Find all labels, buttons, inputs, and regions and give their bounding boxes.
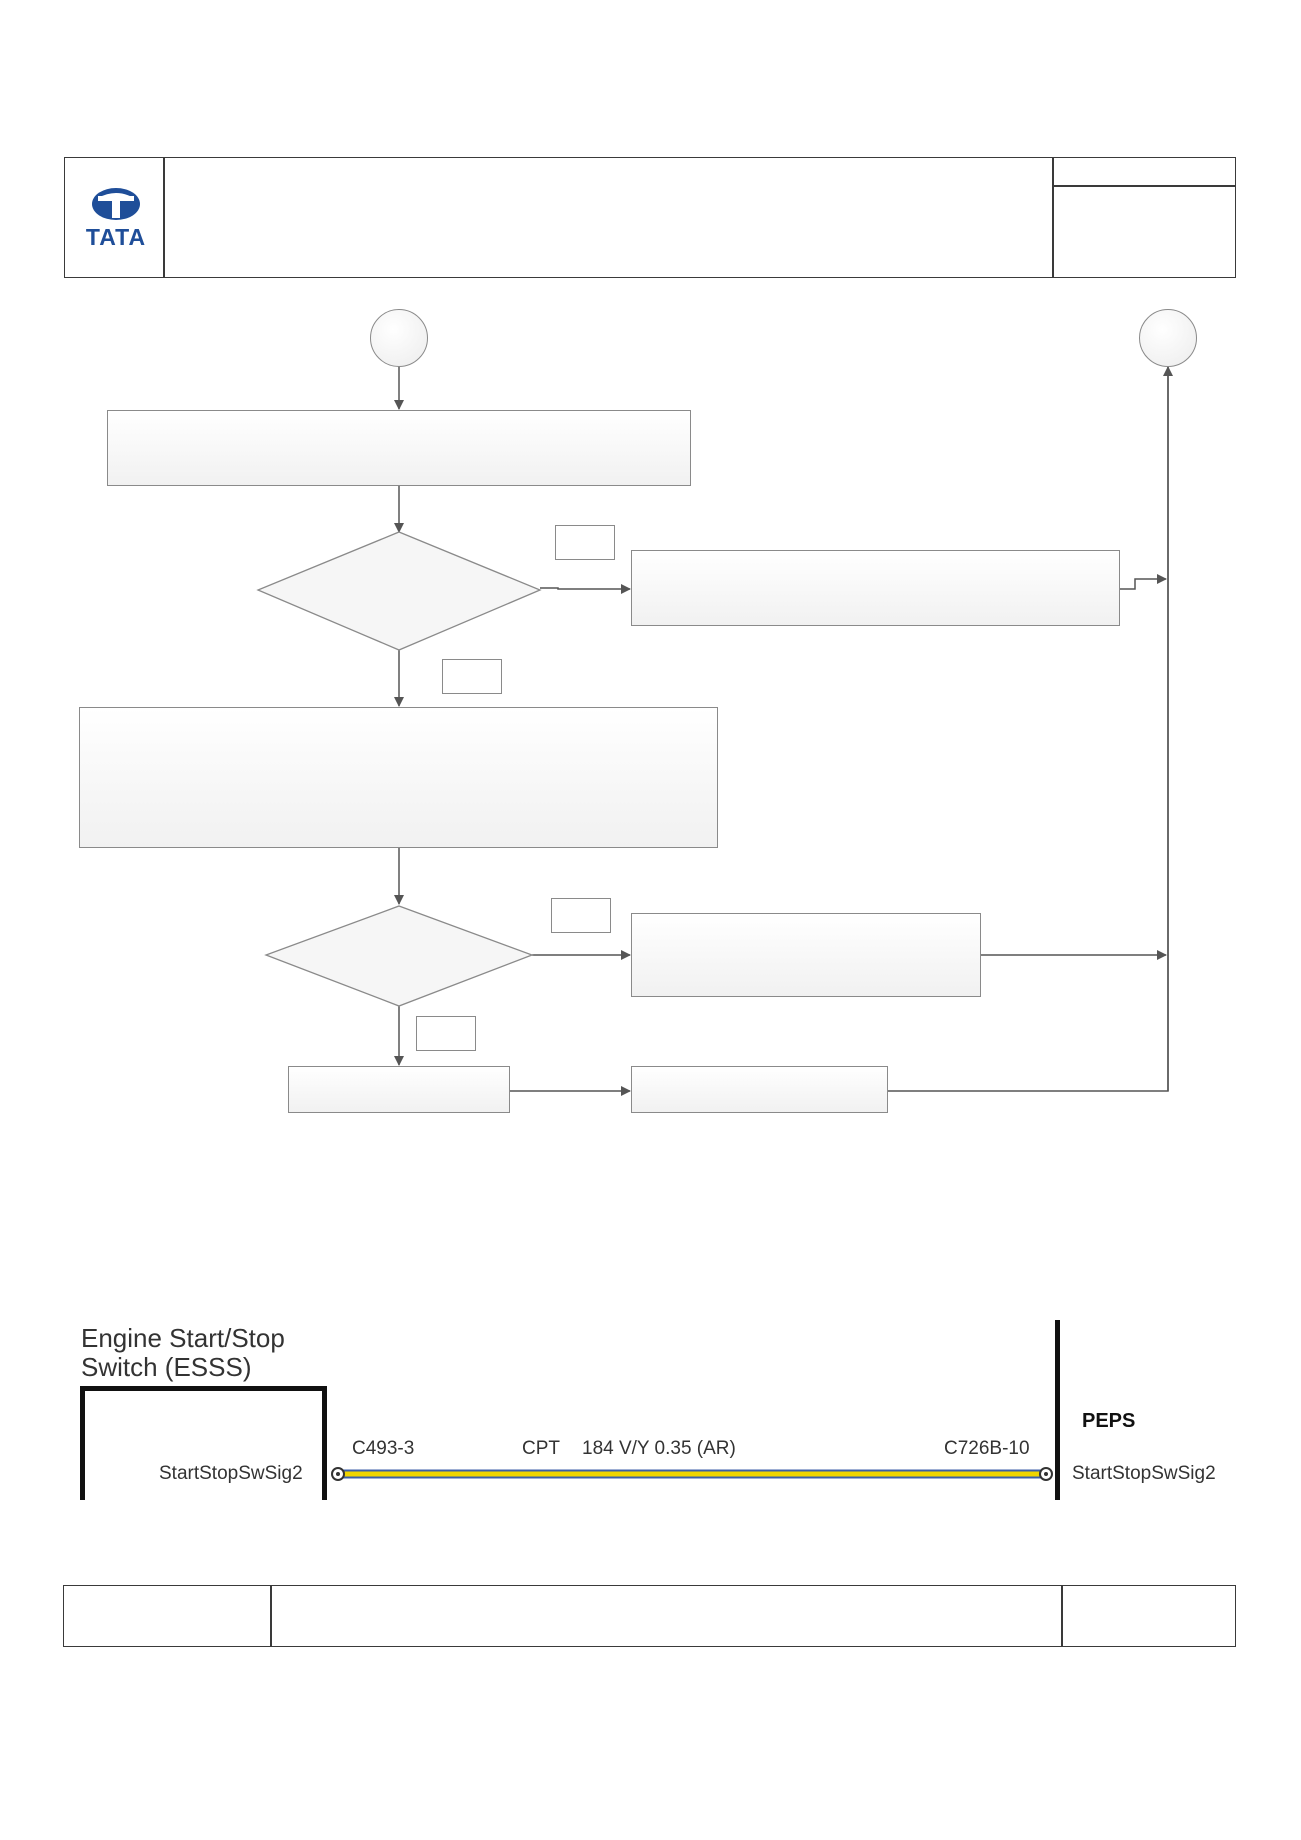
process-box-1 bbox=[107, 410, 691, 486]
branch-label-tag-3 bbox=[551, 898, 611, 933]
process-box-3 bbox=[288, 1066, 510, 1113]
branch-label-tag-4 bbox=[416, 1016, 476, 1051]
branch-label-tag-1 bbox=[555, 525, 615, 560]
left-connector-label: C493-3 bbox=[352, 1438, 415, 1459]
decision-diamond-1 bbox=[256, 531, 542, 651]
header-right-divider bbox=[1052, 157, 1054, 278]
process-box-4 bbox=[631, 1066, 888, 1113]
connector-end-circle bbox=[1139, 309, 1197, 367]
process-box-2 bbox=[79, 707, 718, 848]
tata-t-logo-icon bbox=[92, 188, 140, 220]
left-component-name: Engine Start/Stop Switch (ESSS) bbox=[81, 1323, 285, 1382]
header-frame bbox=[64, 157, 1236, 278]
process-box-right-2 bbox=[631, 913, 981, 997]
circuit-label: CPT bbox=[522, 1438, 560, 1459]
wire-trace bbox=[331, 1467, 1053, 1481]
right-terminal-icon bbox=[1039, 1467, 1053, 1481]
footer-left-divider bbox=[270, 1585, 272, 1647]
flowchart-connectors bbox=[256, 366, 1173, 1096]
right-component-boundary bbox=[1055, 1320, 1060, 1500]
right-component-name: PEPS bbox=[1082, 1410, 1136, 1432]
header-logo-divider bbox=[163, 157, 165, 278]
process-box-right-1 bbox=[631, 550, 1120, 626]
wire-spec-label: 184 V/Y 0.35 (AR) bbox=[582, 1438, 736, 1459]
footer-right-divider bbox=[1061, 1585, 1063, 1647]
header-right-rule bbox=[1052, 185, 1236, 187]
footer-frame bbox=[63, 1585, 1236, 1647]
left-pin-label: StartStopSwSig2 bbox=[159, 1463, 303, 1484]
connector-start-circle bbox=[370, 309, 428, 367]
logo-wordmark: TATA bbox=[85, 224, 147, 250]
brand-logo: TATA bbox=[80, 184, 152, 254]
left-component-box bbox=[80, 1386, 327, 1500]
right-pin-label: StartStopSwSig2 bbox=[1072, 1463, 1216, 1484]
decision-diamond-2 bbox=[264, 905, 534, 1007]
wiring-diagram: Engine Start/Stop Switch (ESSS) StartSto… bbox=[60, 1310, 1240, 1510]
right-connector-label: C726B-10 bbox=[944, 1438, 1030, 1459]
branch-label-tag-2 bbox=[442, 659, 502, 694]
left-terminal-icon bbox=[331, 1467, 345, 1481]
